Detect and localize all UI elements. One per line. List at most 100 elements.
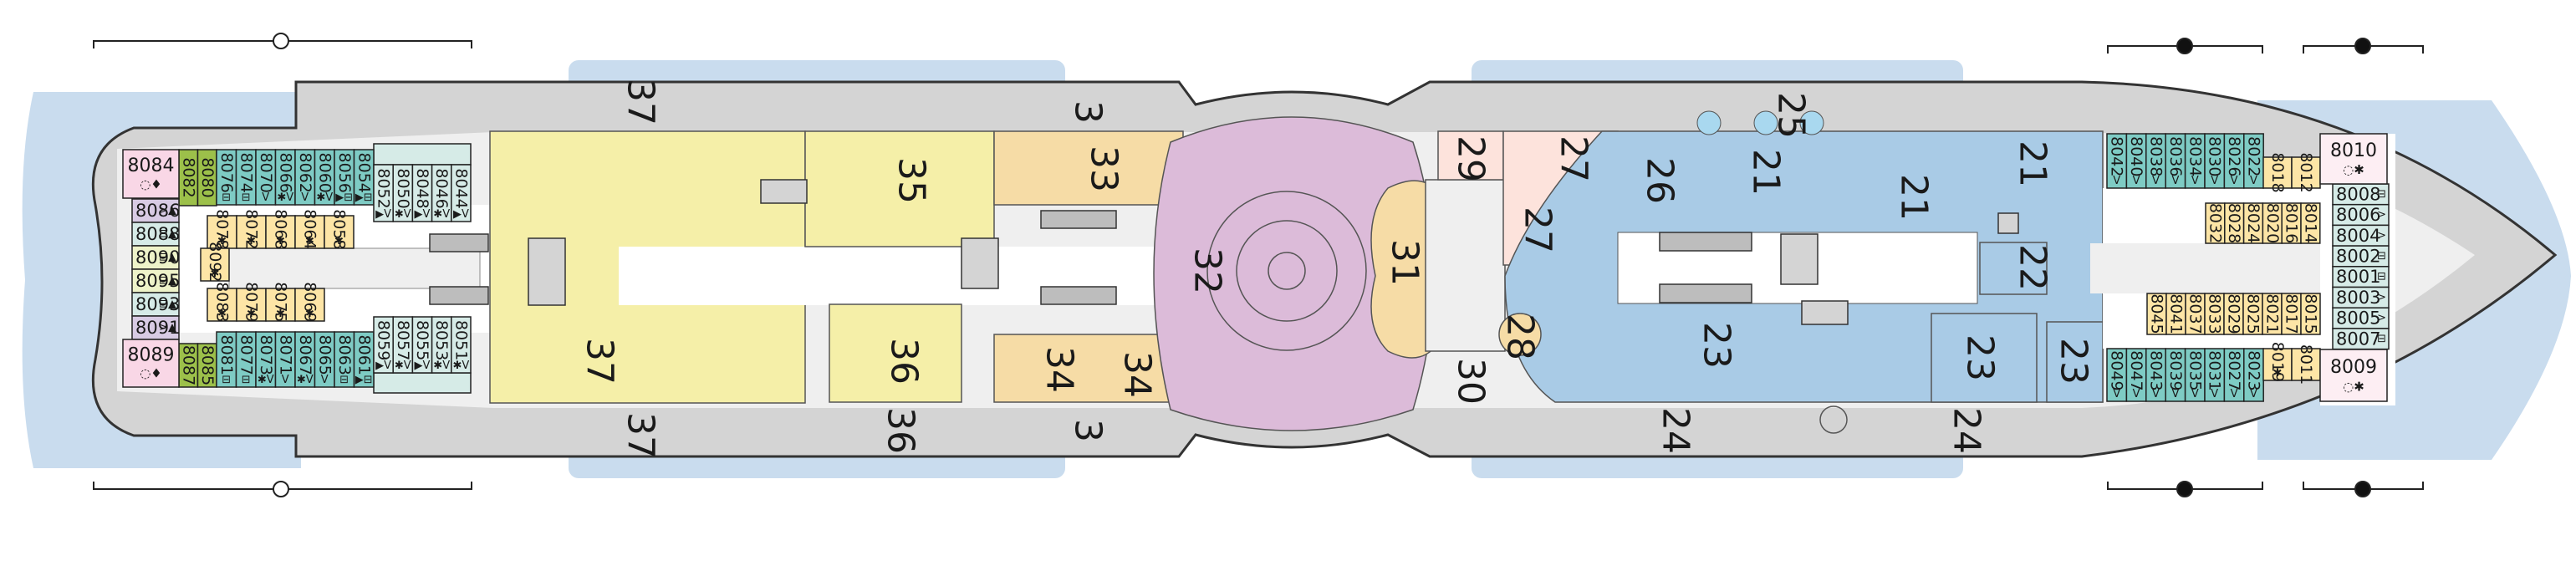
cabin-8066[interactable]: 8066✱V xyxy=(274,149,296,206)
cabin-8048[interactable]: 8048▶V xyxy=(411,164,433,222)
cabin-8072[interactable]: 8072✱ xyxy=(236,209,267,250)
cabin-8032[interactable]: 8032 xyxy=(2205,202,2226,244)
cabin-8086[interactable]: 8086>▲ xyxy=(131,198,180,223)
cabin-8057[interactable]: 8057✱V xyxy=(392,316,414,374)
area-label-23b[interactable]: 23 xyxy=(1959,334,2002,381)
cabin-8020[interactable]: 8020 xyxy=(2262,202,2283,244)
area-label-3a[interactable]: 3 xyxy=(1067,100,1109,124)
cabin-8082[interactable]: 8082 xyxy=(178,149,199,207)
cabin-8004[interactable]: 8004> xyxy=(2332,224,2390,247)
area-label-21b[interactable]: 21 xyxy=(1893,174,1936,221)
cabin-8067[interactable]: 8067✱V xyxy=(294,331,316,388)
cabin-8001[interactable]: 8001⊟ xyxy=(2332,266,2390,288)
cabin-8050[interactable]: 8050✱V xyxy=(392,164,414,222)
cabin-8015[interactable]: 8015 xyxy=(2300,293,2321,335)
cabin-8024[interactable]: 8024 xyxy=(2242,202,2264,244)
cabin-8011[interactable]: 8011 xyxy=(2291,344,2321,385)
cabin-8002[interactable]: 8002⊟ xyxy=(2332,245,2390,268)
cabin-8033[interactable]: 8033 xyxy=(2204,293,2225,335)
area-label-32[interactable]: 32 xyxy=(1186,247,1229,294)
cabin-8025[interactable]: 8025 xyxy=(2242,293,2263,335)
area-label-34a[interactable]: 34 xyxy=(1038,346,1081,393)
area-label-26[interactable]: 26 xyxy=(1639,157,1681,204)
cabin-8046[interactable]: 8046✱V xyxy=(431,164,452,222)
cabin-8091[interactable]: 8091>▲ xyxy=(131,315,180,340)
cabin-8085[interactable]: 8085 xyxy=(196,343,217,388)
cabin-8068[interactable]: 8068✱ xyxy=(265,209,296,250)
cabin-8076[interactable]: 8076⊟ xyxy=(216,149,237,206)
area-label-37c[interactable]: 37 xyxy=(620,412,662,459)
cabin-8053[interactable]: 8053✱V xyxy=(431,316,452,374)
cabin-8007[interactable]: 8007⊟ xyxy=(2332,328,2390,350)
cabin-8003[interactable]: 8003> xyxy=(2332,286,2390,308)
area-label-25[interactable]: 25 xyxy=(1770,92,1813,139)
cabin-8006[interactable]: 8006> xyxy=(2332,203,2390,227)
cabin-8080[interactable]: 8080 xyxy=(196,149,217,207)
area-label-31[interactable]: 31 xyxy=(1384,239,1426,286)
cabin-8059[interactable]: 8059▶V xyxy=(373,316,394,374)
cabin-8045[interactable]: 8045 xyxy=(2146,293,2167,335)
area-label-21c[interactable]: 21 xyxy=(2012,140,2054,187)
cabin-8029[interactable]: 8029 xyxy=(2223,293,2244,335)
area-label-34b[interactable]: 34 xyxy=(1116,351,1159,398)
cabin-8021[interactable]: 8021 xyxy=(2262,293,2283,335)
area-label-36b[interactable]: 36 xyxy=(880,407,922,454)
cabin-8058[interactable]: 8058✱ xyxy=(324,209,355,250)
cabin-8078[interactable]: 8078✱ xyxy=(207,209,237,250)
area-label-24b[interactable]: 24 xyxy=(1946,407,1988,454)
area-label-27b[interactable]: 27 xyxy=(1517,207,1559,253)
cabin-8095[interactable]: 8095⊟▲ xyxy=(131,268,180,293)
cabin-8054[interactable]: 8054▶⊟ xyxy=(353,149,375,206)
cabin-8019[interactable]: 8019✱ xyxy=(2262,342,2293,382)
cabin-8012[interactable]: 8012 xyxy=(2291,152,2321,193)
cabin-8079[interactable]: 8079✱ xyxy=(236,282,267,323)
area-label-23c[interactable]: 23 xyxy=(2053,338,2095,385)
area-label-36a[interactable]: 36 xyxy=(883,338,926,385)
cabin-8018[interactable]: 8018 xyxy=(2262,152,2293,193)
area-label-37a[interactable]: 37 xyxy=(620,79,662,125)
cabin-8084[interactable]: 8084◌♦ xyxy=(122,149,180,199)
cabin-8060[interactable]: 8060✱V xyxy=(314,149,335,206)
area-label-37b[interactable]: 37 xyxy=(579,338,621,385)
area-label-3b[interactable]: 3 xyxy=(1067,419,1109,442)
area-label-33[interactable]: 33 xyxy=(1083,145,1125,192)
cabin-8056[interactable]: 8056▶⊟ xyxy=(334,149,355,206)
cabin-8063[interactable]: 8063⊟ xyxy=(334,331,355,388)
cabin-8089[interactable]: 8089◌♦ xyxy=(122,339,180,388)
cabin-8005[interactable]: 8005> xyxy=(2332,307,2390,329)
area-label-35[interactable]: 35 xyxy=(890,157,933,204)
cabin-8087[interactable]: 8087 xyxy=(178,343,199,388)
cabin-8010[interactable]: 8010◌✱ xyxy=(2319,133,2388,185)
cabin-8014[interactable]: 8014 xyxy=(2300,202,2321,244)
cabin-8064[interactable]: 8064✱ xyxy=(294,209,325,250)
cabin-8088[interactable]: 8088⊟▲ xyxy=(131,222,180,247)
area-label-29[interactable]: 29 xyxy=(1450,135,1492,182)
cabin-8061[interactable]: 8061▶⊟ xyxy=(353,331,375,388)
area-label-23a[interactable]: 23 xyxy=(1696,322,1738,369)
cabin-8081[interactable]: 8081⊟ xyxy=(216,331,237,388)
cabin-8037[interactable]: 8037 xyxy=(2185,293,2206,335)
cabin-8044[interactable]: 8044▶V xyxy=(451,164,472,222)
area-label-21a[interactable]: 21 xyxy=(1745,149,1788,196)
cabin-8016[interactable]: 8016 xyxy=(2281,202,2302,244)
cabin-8017[interactable]: 8017 xyxy=(2281,293,2302,335)
cabin-8074[interactable]: 8074⊟ xyxy=(235,149,257,206)
